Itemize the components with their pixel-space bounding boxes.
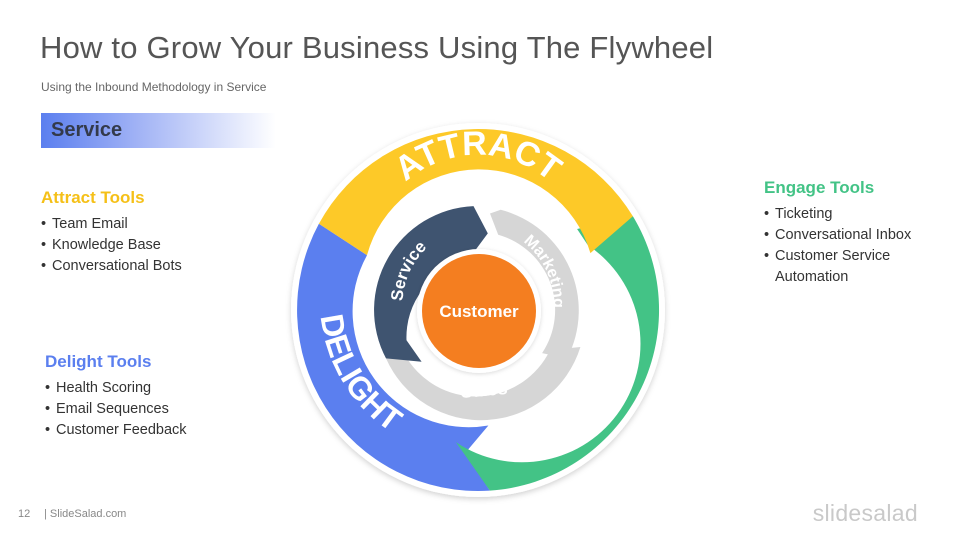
delight-tools: Delight Tools Health Scoring Email Seque… (45, 352, 187, 441)
engage-tools: Engage Tools Ticketing Conversational In… (764, 178, 944, 288)
label-sales: Sales (460, 378, 509, 402)
list-item: Customer Service Automation (764, 246, 944, 288)
center-disc (422, 254, 536, 368)
arc-engage (456, 216, 660, 491)
attract-tools-list: Team Email Knowledge Base Conversational… (41, 214, 182, 277)
arc-attract (318, 129, 633, 256)
footer-site-link[interactable]: | SlideSalad.com (44, 508, 127, 520)
arc-marketing (490, 209, 579, 359)
center-label: Customer (439, 302, 519, 321)
list-item: Health Scoring (45, 378, 187, 399)
list-item: Knowledge Base (41, 235, 182, 256)
section-banner: Service (41, 113, 276, 148)
list-item: Conversational Inbox (764, 225, 944, 246)
list-item: Customer Feedback (45, 420, 187, 441)
section-label: Service (51, 119, 123, 141)
list-item: Ticketing (764, 204, 944, 225)
delight-tools-title: Delight Tools (45, 352, 152, 371)
page-number: 12 (18, 508, 31, 520)
list-item: Conversational Bots (41, 256, 182, 277)
delight-tools-list: Health Scoring Email Sequences Customer … (45, 378, 187, 441)
attract-tools: Attract Tools Team Email Knowledge Base … (41, 188, 182, 277)
page-subtitle: Using the Inbound Methodology in Service (41, 80, 267, 94)
engage-tools-list: Ticketing Conversational Inbox Customer … (764, 204, 944, 288)
page-title: How to Grow Your Business Using The Flyw… (40, 30, 714, 65)
engage-tools-title: Engage Tools (764, 178, 875, 197)
arc-service (374, 206, 488, 362)
brand-logo: slidesalad (812, 500, 918, 526)
list-item: Team Email (41, 214, 182, 235)
arc-sales (386, 347, 581, 421)
attract-tools-title: Attract Tools (41, 188, 145, 207)
list-item: Email Sequences (45, 399, 187, 420)
arc-delight (297, 223, 490, 491)
